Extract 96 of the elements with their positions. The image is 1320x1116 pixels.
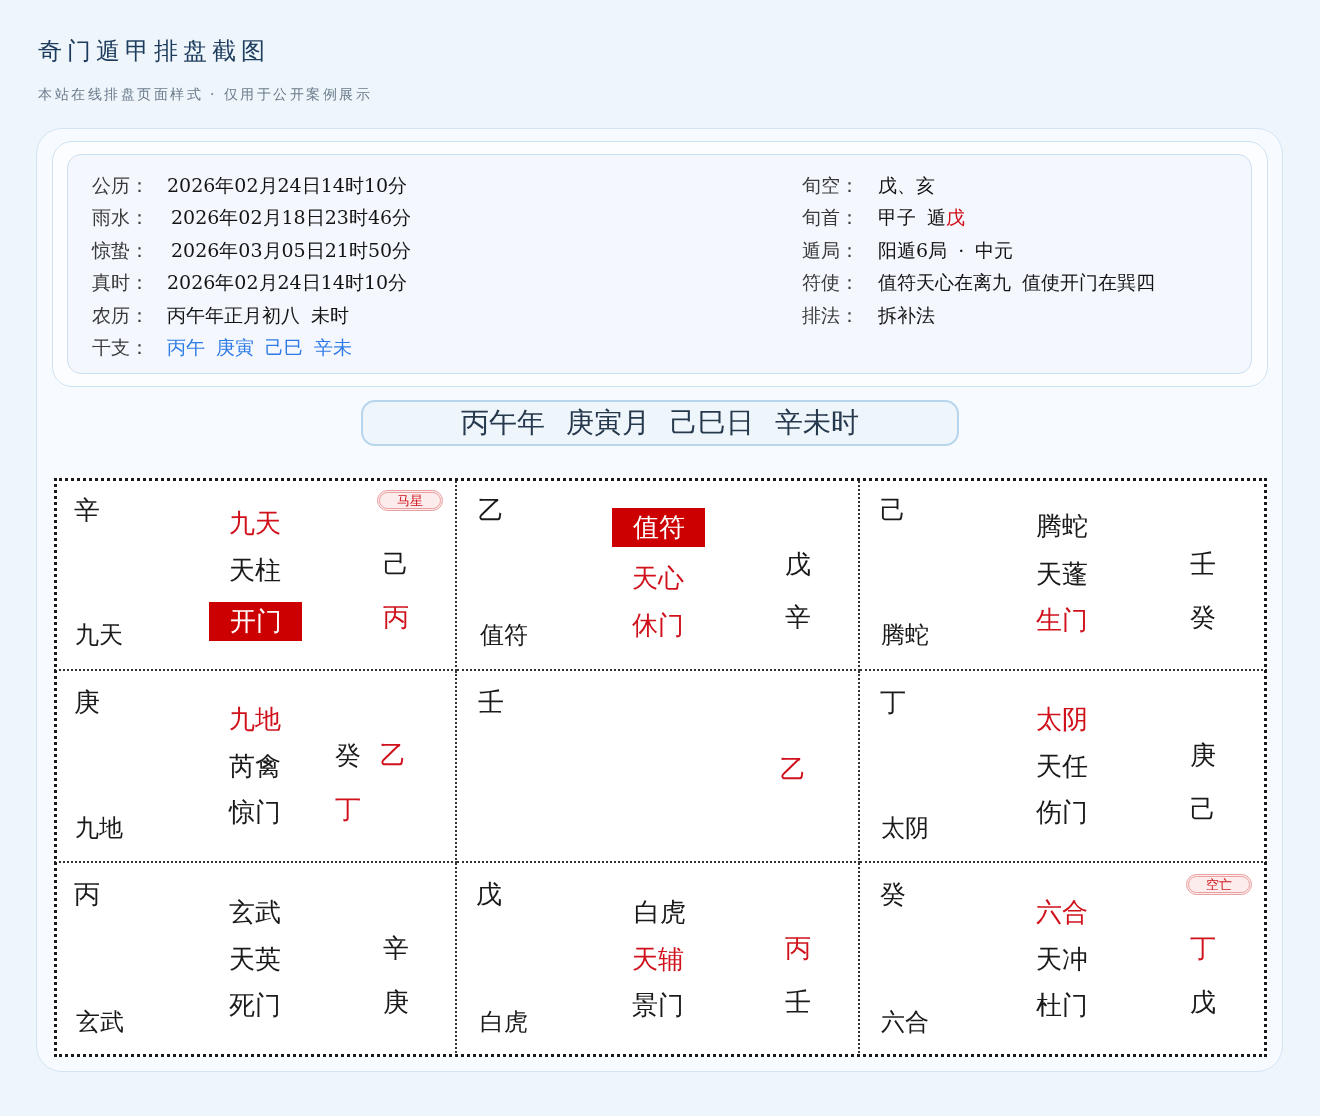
deity-label: 玄武 bbox=[76, 1009, 124, 1037]
field-label: 真时： bbox=[92, 270, 149, 294]
stem-label: 癸 bbox=[335, 741, 361, 771]
field-value: 甲子 遁戊 bbox=[878, 205, 966, 229]
field-label: 符使： bbox=[802, 270, 859, 294]
door-label: 死门 bbox=[229, 991, 281, 1021]
stem-label: 癸 bbox=[1190, 603, 1216, 633]
palace-cell bbox=[54, 671, 457, 863]
field-value: 戊、亥 bbox=[878, 173, 935, 197]
stem-label: 壬 bbox=[478, 688, 504, 718]
stem-label: 丁 bbox=[335, 795, 361, 825]
field-value: 2026年02月18日23时46分 bbox=[171, 205, 412, 229]
subtitle-text: 本站在线排盘页面样式 · 仅用于公开案例展示 bbox=[38, 86, 373, 103]
door-label: 休门 bbox=[632, 611, 684, 641]
deity-label: 六合 bbox=[881, 1009, 929, 1037]
door-label: 生门 bbox=[1036, 606, 1088, 636]
field-label: 干支： bbox=[92, 335, 149, 359]
field-value: 丙午 庚寅 己巳 辛未 bbox=[167, 335, 353, 359]
door-label: 伤门 bbox=[1036, 798, 1088, 828]
stem-label: 丁 bbox=[1190, 934, 1216, 964]
deity-label: 六合 bbox=[1036, 898, 1088, 928]
field-value: 2026年02月24日14时10分 bbox=[167, 173, 408, 197]
field-value: 值符天心在离九 值使开门在巽四 bbox=[878, 270, 1156, 294]
star-label: 天冲 bbox=[1036, 945, 1088, 975]
palace-cell bbox=[457, 671, 860, 863]
field-value: 2026年03月05日21时50分 bbox=[171, 238, 412, 262]
stem-label: 庚 bbox=[74, 688, 100, 718]
stem-label: 乙 bbox=[780, 755, 806, 785]
stem-label: 乙 bbox=[478, 496, 504, 526]
stem-label: 辛 bbox=[383, 934, 409, 964]
palace-cell bbox=[860, 671, 1267, 863]
stem-label: 戊 bbox=[785, 550, 811, 580]
palace-cell bbox=[457, 863, 860, 1057]
deity-label: 腾蛇 bbox=[1036, 512, 1088, 542]
field-label: 遁局： bbox=[802, 238, 859, 262]
stem-label: 乙 bbox=[380, 741, 406, 771]
stem-label: 己 bbox=[880, 496, 906, 526]
field-value: 拆补法 bbox=[878, 303, 935, 327]
field-value: 丙午年正月初八 未时 bbox=[167, 303, 350, 327]
deity-label: 腾蛇 bbox=[881, 622, 929, 650]
star-label: 天心 bbox=[632, 564, 684, 594]
stem-label: 丁 bbox=[880, 688, 906, 718]
palace-cell bbox=[457, 478, 860, 671]
stem-label: 丙 bbox=[383, 603, 409, 633]
highlight-tag: 开门 bbox=[209, 602, 302, 641]
star-label: 天任 bbox=[1036, 752, 1088, 782]
field-label: 旬首： bbox=[802, 205, 859, 229]
palace-cell bbox=[54, 863, 457, 1057]
stem-label: 辛 bbox=[74, 496, 100, 526]
field-value: 阳遁6局 · 中元 bbox=[878, 238, 1014, 262]
stem-label: 壬 bbox=[785, 988, 811, 1018]
field-label: 排法： bbox=[802, 303, 859, 327]
field-label: 公历： bbox=[92, 173, 149, 197]
field-value: 2026年02月24日14时10分 bbox=[167, 270, 408, 294]
highlight-tag: 值符 bbox=[612, 508, 705, 547]
field-label: 旬空： bbox=[802, 173, 859, 197]
deity-label: 九天 bbox=[75, 622, 123, 650]
stem-label: 己 bbox=[383, 550, 409, 580]
star-label: 天柱 bbox=[229, 556, 281, 586]
page-title: 奇门遁甲排盘截图 bbox=[38, 37, 270, 66]
star-label: 天蓬 bbox=[1036, 560, 1088, 590]
stem-label: 癸 bbox=[880, 880, 906, 910]
deity-label: 九地 bbox=[229, 705, 281, 735]
stem-label: 辛 bbox=[785, 603, 811, 633]
star-label: 天英 bbox=[229, 945, 281, 975]
stem-label: 己 bbox=[1190, 795, 1216, 825]
stem-label: 庚 bbox=[383, 988, 409, 1018]
star-label: 芮禽 bbox=[229, 752, 281, 782]
deity-label: 太阴 bbox=[881, 815, 929, 843]
deity-label: 白虎 bbox=[480, 1009, 528, 1037]
deity-label: 太阴 bbox=[1036, 705, 1088, 735]
deity-label: 九地 bbox=[75, 815, 123, 843]
deity-label: 白虎 bbox=[634, 898, 686, 928]
deity-label: 玄武 bbox=[229, 898, 281, 928]
field-label: 雨水： bbox=[92, 205, 149, 229]
door-label: 景门 bbox=[632, 991, 684, 1021]
palace-cell bbox=[54, 478, 457, 671]
stem-label: 丙 bbox=[74, 880, 100, 910]
field-label: 农历： bbox=[92, 303, 149, 327]
stem-label: 戊 bbox=[476, 880, 502, 910]
stem-label: 壬 bbox=[1190, 550, 1216, 580]
star-label: 天辅 bbox=[632, 945, 684, 975]
deity-label: 九天 bbox=[229, 509, 281, 539]
stem-label: 丙 bbox=[785, 934, 811, 964]
field-label: 惊蛰： bbox=[92, 238, 149, 262]
stem-label: 戊 bbox=[1190, 988, 1216, 1018]
door-label: 杜门 bbox=[1036, 991, 1088, 1021]
pillar-banner: 丙午年 庚寅月 己巳日 辛未时 bbox=[361, 400, 959, 446]
palace-cell bbox=[860, 478, 1267, 671]
info-panel bbox=[67, 154, 1252, 374]
stem-label: 庚 bbox=[1190, 741, 1216, 771]
tag-badge: 空亡 bbox=[1186, 874, 1252, 895]
deity-label: 值符 bbox=[480, 622, 528, 650]
tag-badge: 马星 bbox=[377, 490, 443, 511]
door-label: 惊门 bbox=[229, 798, 281, 828]
palace-cell bbox=[860, 863, 1267, 1057]
